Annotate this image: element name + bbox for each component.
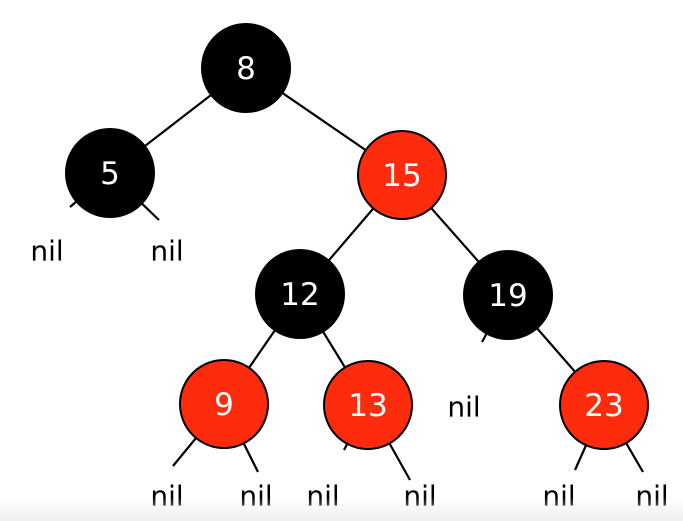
- nil-leaf-label: nil: [150, 480, 183, 513]
- node-key-label: 13: [348, 388, 387, 424]
- tree-node-8: 8: [201, 23, 291, 113]
- black-node-circle: [463, 250, 553, 340]
- nil-leaf-label: nil: [403, 480, 436, 513]
- black-node-circle: [201, 23, 291, 113]
- node-key-label: 19: [488, 278, 527, 314]
- red-node-circle: [323, 360, 413, 450]
- nil-leaf-label: nil: [239, 480, 272, 513]
- tree-nodes: 8 5 15 12 19 9 13 23: [65, 23, 649, 450]
- nil-leaf-label: nil: [306, 480, 339, 513]
- nil-leaf-label: nil: [447, 391, 480, 424]
- nil-leaf-label: nil: [30, 235, 63, 268]
- nil-leaf-label: nil: [150, 235, 183, 268]
- black-node-circle: [65, 128, 155, 218]
- node-key-label: 5: [100, 156, 120, 192]
- red-node-circle: [357, 130, 447, 220]
- node-key-label: 9: [214, 387, 234, 423]
- red-node-circle: [179, 359, 269, 449]
- node-key-label: 8: [236, 51, 256, 87]
- tree-node-23: 23: [559, 360, 649, 450]
- node-key-label: 12: [280, 277, 319, 313]
- node-key-label: 15: [382, 158, 421, 194]
- red-node-circle: [559, 360, 649, 450]
- tree-node-12: 12: [255, 249, 345, 339]
- black-node-circle: [255, 249, 345, 339]
- nil-leaf-label: nil: [635, 480, 668, 513]
- nil-leaf-label: nil: [542, 480, 575, 513]
- tree-node-19: 19: [463, 250, 553, 340]
- tree-node-15: 15: [357, 130, 447, 220]
- node-key-label: 23: [584, 388, 623, 424]
- tree-node-9: 9: [179, 359, 269, 449]
- tree-node-13: 13: [323, 360, 413, 450]
- tree-node-5: 5: [65, 128, 155, 218]
